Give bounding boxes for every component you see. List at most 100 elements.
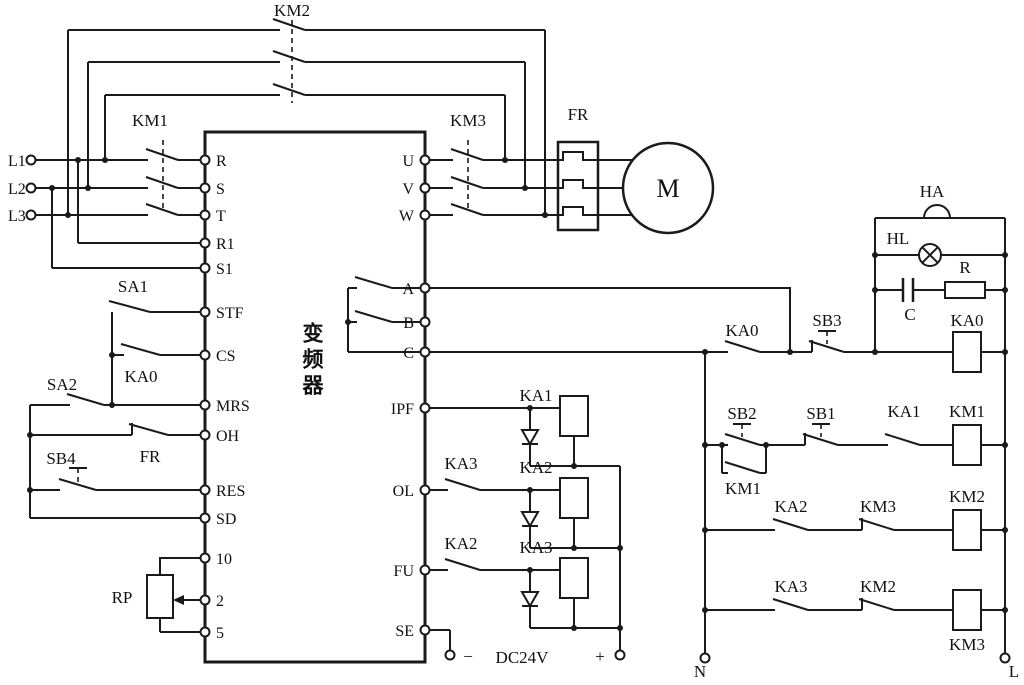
c-label: C	[904, 305, 915, 324]
sa2-switch	[66, 393, 105, 406]
inverter-name-label: 变频器	[300, 322, 324, 400]
term-c: C	[403, 345, 414, 362]
dc24v-label: DC24V	[496, 648, 550, 667]
ka0-coil	[952, 331, 982, 373]
terminal-circles	[25, 154, 1011, 664]
term-se: SE	[395, 623, 414, 640]
km1-coil	[952, 424, 982, 466]
km2-nc-label: KM2	[860, 577, 896, 596]
sa1-switch	[108, 300, 151, 313]
l2-label: L2	[8, 181, 26, 198]
labels: L1 L2 L3 KM1 KM2 KM3 FR R S T R1 S1 STF …	[8, 1, 1019, 681]
km2-coil-label: KM2	[949, 487, 985, 506]
sb3-button	[808, 330, 845, 353]
term-ipf: IPF	[391, 401, 414, 418]
ka0-contact-label: KA0	[725, 321, 758, 340]
sb2-button	[724, 423, 761, 446]
fr-oh-label: FR	[140, 447, 161, 466]
rp-potentiometer	[146, 574, 184, 619]
l1-label: L1	[8, 153, 26, 170]
ka1-contact-label: KA1	[887, 402, 920, 421]
km2-coil	[952, 509, 982, 551]
motor-label: M	[656, 174, 679, 203]
term-s: S	[216, 181, 225, 198]
capacitor-c	[901, 278, 915, 302]
dc-plus-label: +	[595, 647, 605, 666]
sb1-button	[802, 423, 839, 446]
km3-contactor	[450, 140, 484, 216]
inverter-output-wires	[430, 159, 633, 216]
ka2-fu-label: KA2	[444, 534, 477, 553]
r-label: R	[959, 258, 971, 277]
ka2-no-contact	[772, 518, 809, 531]
dc-minus-label: −	[463, 647, 473, 666]
km1-label: KM1	[132, 111, 168, 130]
term-stf: STF	[216, 305, 244, 322]
sb1-label: SB1	[806, 404, 835, 423]
ka3-ol-contact	[444, 478, 481, 491]
ka3-coil-label: KA3	[519, 538, 552, 557]
term-r1: R1	[216, 236, 235, 253]
term-a: A	[402, 281, 414, 298]
ka1-relay-coil	[520, 395, 589, 447]
inverter-box	[203, 130, 427, 664]
ka3-contact-label: KA3	[774, 577, 807, 596]
km3-coil	[952, 589, 982, 631]
hl-lamp	[918, 243, 942, 267]
term-w: W	[399, 208, 415, 225]
fr-label: FR	[568, 105, 589, 124]
term-res: RES	[216, 483, 245, 500]
fr-nc-contact	[128, 423, 169, 436]
km3-nc-contact	[858, 518, 895, 531]
km2-nc-contact	[858, 598, 895, 611]
km3-nc-label: KM3	[860, 497, 896, 516]
term-sd: SD	[216, 511, 236, 528]
abc-changeover-contact	[347, 276, 420, 353]
ha-bell	[923, 204, 951, 219]
ka2-coil-label: KA2	[519, 458, 552, 477]
term-t: T	[216, 208, 226, 225]
ka2-fu-contact	[444, 558, 481, 571]
term-10: 10	[216, 551, 232, 568]
term-ol: OL	[393, 483, 414, 500]
thermal-relay-fr	[556, 140, 600, 232]
sb4-label: SB4	[46, 449, 76, 468]
rp-label: RP	[112, 588, 133, 607]
junction-dots	[27, 157, 1008, 631]
km2-contactor	[272, 18, 306, 103]
right-control-wires	[704, 217, 1006, 654]
ka3-relay-coil	[520, 557, 589, 609]
hl-label: HL	[887, 229, 910, 248]
ka3-no-contact	[772, 598, 809, 611]
ka0-cs-contact	[120, 343, 161, 356]
sa1-label: SA1	[118, 277, 148, 296]
km3-label: KM3	[450, 111, 486, 130]
sb3-label: SB3	[812, 311, 841, 330]
term-5: 5	[216, 625, 224, 642]
term-u: U	[402, 153, 414, 170]
km1-coil-label: KM1	[949, 402, 985, 421]
term-cs: CS	[216, 348, 236, 365]
ka0-no-contact	[724, 340, 761, 353]
term-oh: OH	[216, 428, 240, 445]
ka1-coil-label: KA1	[519, 386, 552, 405]
km1-aux-contact	[724, 461, 761, 474]
motor: M	[621, 141, 715, 235]
resistor-r	[944, 281, 986, 299]
ka0-coil-label: KA0	[950, 311, 983, 330]
km3-coil-label: KM3	[949, 635, 985, 654]
sb2-label: SB2	[727, 404, 756, 423]
relay-output-wires	[430, 407, 621, 651]
ka3-ol-label: KA3	[444, 454, 477, 473]
term-v: V	[402, 181, 414, 198]
term-2: 2	[216, 593, 224, 610]
ka1-no-contact	[884, 433, 921, 446]
l3-label: L3	[8, 208, 26, 225]
km1-aux-label: KM1	[725, 479, 761, 498]
km1-contactor	[145, 140, 179, 216]
sa2-label: SA2	[47, 375, 77, 394]
n-label: N	[694, 662, 706, 681]
sb4-button	[58, 467, 97, 491]
